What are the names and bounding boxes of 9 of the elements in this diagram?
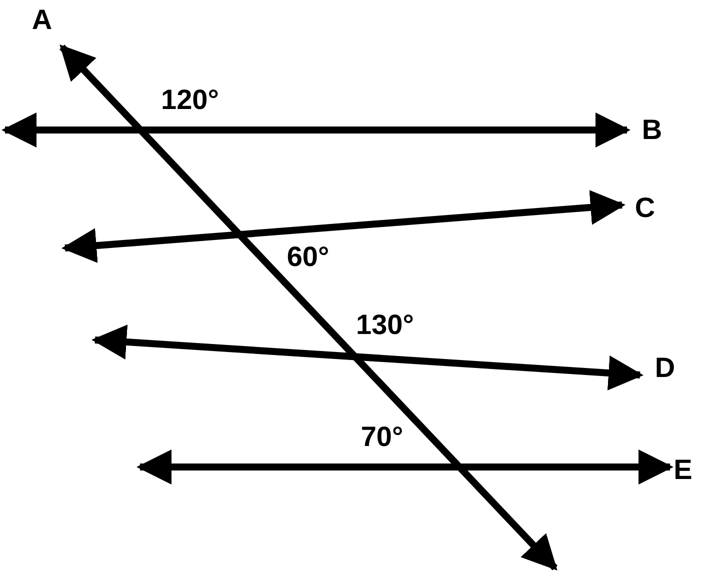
angle-label: 60° bbox=[286, 243, 330, 271]
point-label: C bbox=[634, 194, 656, 222]
angle-label: 70° bbox=[360, 423, 404, 451]
point-label: E bbox=[674, 456, 692, 484]
angle-label: 120° bbox=[161, 86, 219, 114]
point-label: A bbox=[32, 6, 52, 34]
point-label: D bbox=[654, 354, 676, 382]
angle-label: 130° bbox=[356, 311, 414, 339]
point-label: B bbox=[642, 116, 662, 144]
